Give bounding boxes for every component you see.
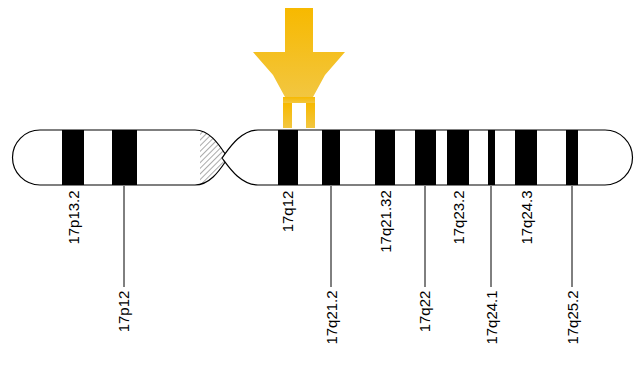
leader-line (491, 186, 492, 287)
band-label: 17q23.2 (450, 190, 467, 244)
q-arm-bands (215, 125, 634, 190)
leader-line (331, 186, 332, 287)
p-arm-outline (12, 130, 228, 185)
band-label: 17p13.2 (65, 190, 82, 244)
band-label: 17q24.1 (483, 290, 500, 344)
band-label: 17q21.2 (323, 290, 340, 344)
p-arm-bands (0, 125, 240, 190)
band-label: 17q21.32 (376, 190, 393, 253)
leader-line (124, 186, 125, 287)
band-label: 17q12 (279, 190, 296, 232)
q-arm-outline (222, 130, 633, 185)
leader-line (425, 186, 426, 287)
band-label: 17q22 (416, 290, 433, 332)
locus-arrow (253, 8, 345, 128)
band-label: 17q25.2 (564, 290, 581, 344)
band-label: 17q24.3 (518, 190, 535, 244)
leader-line (572, 186, 573, 287)
band-label: 17p12 (115, 290, 132, 332)
leader-lines (124, 186, 572, 287)
